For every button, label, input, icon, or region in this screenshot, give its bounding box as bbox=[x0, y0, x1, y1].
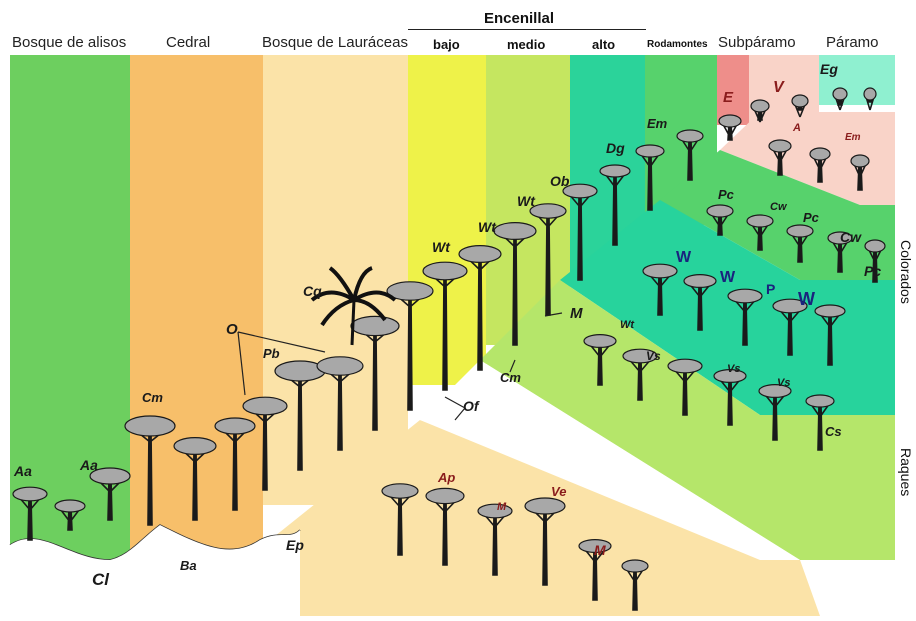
species-tag-pb: Pb bbox=[263, 346, 280, 361]
zone-label-subparamo: Subpáramo bbox=[718, 34, 796, 51]
zone-label-cedral: Cedral bbox=[166, 34, 210, 51]
side-label-raques: Raques bbox=[898, 448, 914, 496]
zone-label-paramo: Páramo bbox=[826, 34, 879, 51]
species-tag-ep: Ep bbox=[286, 537, 304, 553]
species-tag-cq: Cq bbox=[303, 283, 322, 299]
species-tag-pc2: Pc bbox=[803, 210, 820, 225]
species-tag-w1: W bbox=[676, 249, 692, 266]
species-tag-w3: W bbox=[798, 289, 815, 309]
species-tag-cm1: Cm bbox=[142, 390, 163, 405]
species-tag-o: O bbox=[226, 321, 238, 338]
zone-label-rodamontes: Rodamontes bbox=[647, 39, 708, 50]
side-label-colorados: Colorados bbox=[898, 240, 914, 304]
species-tag-aa1: Aa bbox=[13, 463, 32, 479]
species-tag-m3: M bbox=[594, 542, 606, 558]
species-tag-of: Of bbox=[463, 398, 480, 414]
species-tag-cw2: Cw bbox=[840, 229, 862, 245]
species-tag-ob: Ob bbox=[550, 173, 570, 189]
species-tag-vs3: Vs bbox=[777, 377, 790, 389]
species-tag-em2: Em bbox=[845, 132, 861, 143]
species-tag-wt1: Wt bbox=[432, 239, 451, 255]
species-tag-pc3: Pc bbox=[864, 263, 881, 279]
species-tag-eg: Eg bbox=[820, 61, 838, 77]
zone-label-lauraceas: Bosque de Lauráceas bbox=[262, 34, 408, 51]
species-tag-pc1: Pc bbox=[718, 187, 735, 202]
species-tag-v: V bbox=[773, 79, 785, 96]
encenillal-divider bbox=[408, 29, 646, 30]
species-tag-vs2: Vs bbox=[727, 363, 740, 375]
species-tag-cs: Cs bbox=[825, 424, 842, 439]
species-tag-aa2: Aa bbox=[79, 457, 98, 473]
species-tag-wt2: Wt bbox=[478, 219, 497, 235]
species-tag-cw1: Cw bbox=[770, 201, 788, 213]
species-tag-e: E bbox=[723, 89, 734, 106]
zone-label-alisos: Bosque de alisos bbox=[12, 34, 126, 51]
species-tag-ve: Ve bbox=[551, 484, 566, 499]
species-tag-w2: W bbox=[720, 269, 736, 286]
species-tag-m2: M bbox=[497, 501, 507, 513]
species-tag-vs1: Vs bbox=[646, 349, 661, 363]
species-tag-ap: Ap bbox=[437, 470, 455, 485]
species-tag-a: A bbox=[792, 122, 801, 134]
species-tag-m1: M bbox=[570, 305, 583, 322]
species-tag-em1: Em bbox=[647, 116, 668, 131]
encenillal-alto-label: alto bbox=[592, 37, 615, 52]
species-tag-cm2: Cm bbox=[500, 370, 521, 385]
species-tag-cl: Cl bbox=[92, 570, 110, 589]
species-tag-ba: Ba bbox=[180, 558, 197, 573]
species-tag-wt3: Wt bbox=[517, 193, 536, 209]
zone-lauraceas-bg bbox=[263, 55, 408, 505]
encenillal-medio-label: medio bbox=[507, 37, 545, 52]
encenillal-bajo-label: bajo bbox=[433, 37, 460, 52]
species-tag-p: P bbox=[766, 281, 775, 297]
species-tag-wt4: Wt bbox=[620, 319, 635, 331]
species-tag-dg: Dg bbox=[606, 140, 625, 156]
encenillal-title: Encenillal bbox=[484, 10, 554, 27]
